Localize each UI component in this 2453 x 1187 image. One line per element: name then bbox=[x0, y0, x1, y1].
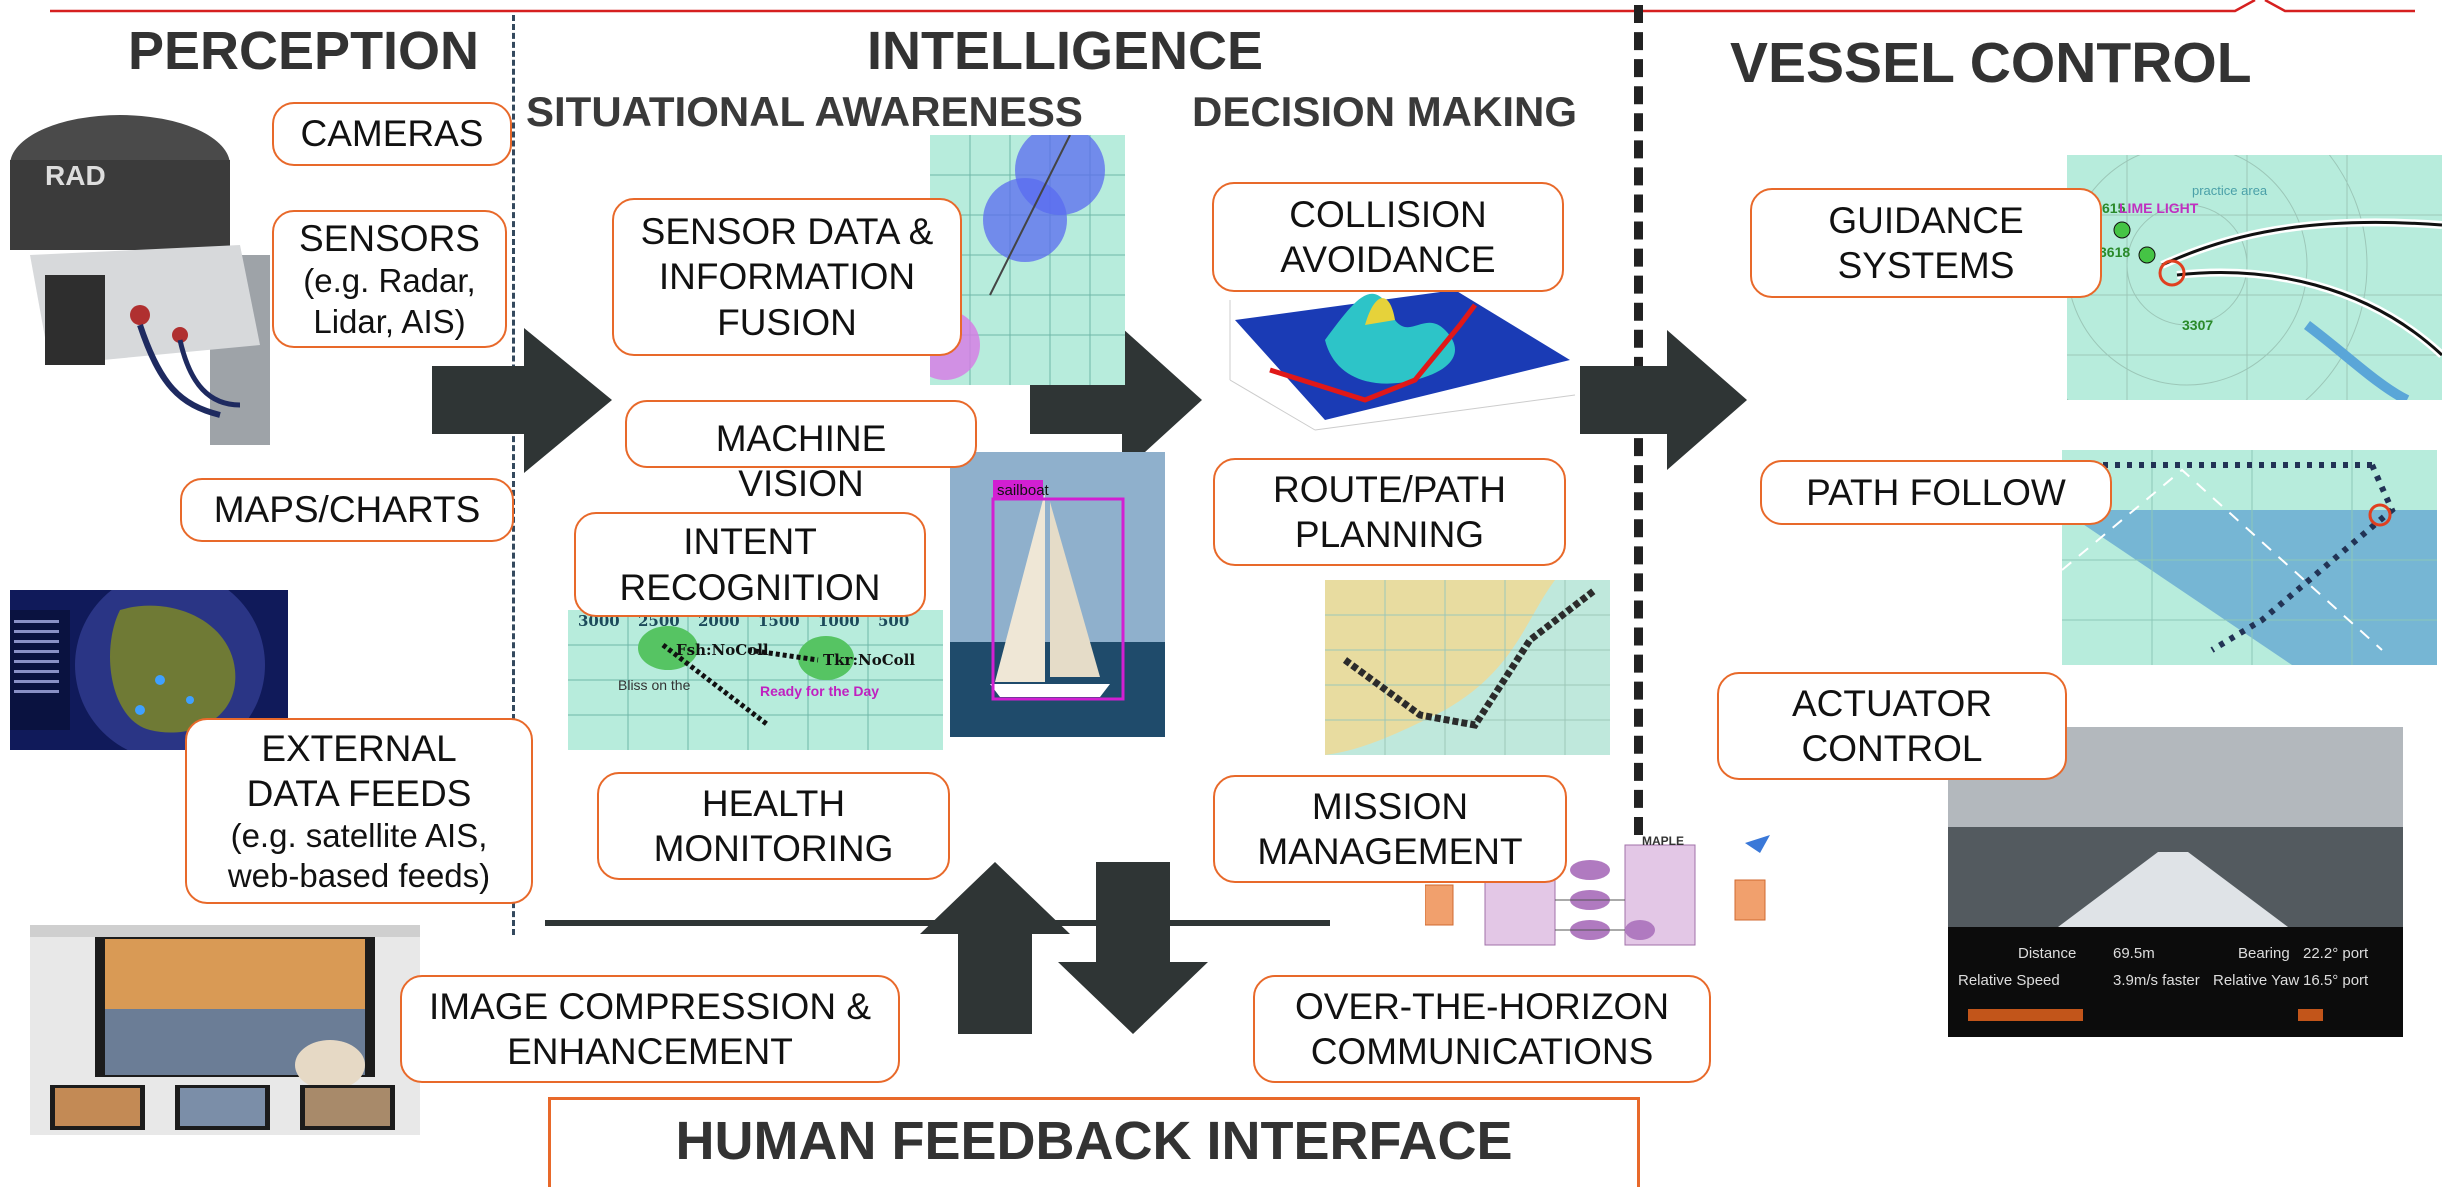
maps-charts-label: MAPS/CHARTS bbox=[213, 489, 481, 531]
route-line2: PLANNING bbox=[1294, 514, 1485, 555]
external-line1: EXTERNAL bbox=[261, 727, 457, 769]
external-line2: DATA FEEDS bbox=[246, 772, 472, 814]
intent-line1: INTENT bbox=[683, 521, 817, 563]
collision-avoidance-box: COLLISION AVOIDANCE bbox=[1212, 182, 1564, 292]
health-line1: HEALTH bbox=[701, 782, 846, 824]
arrow-down bbox=[1058, 862, 1208, 1034]
fusion-line3: FUSION bbox=[717, 301, 857, 343]
vessel-control-header: VESSEL CONTROL bbox=[1730, 31, 2252, 95]
sensors-sub1: (e.g. Radar, bbox=[303, 262, 476, 300]
actuator-camera-view: Distance 69.5m Bearing 22.2° port Relati… bbox=[1948, 727, 2403, 1037]
sailboat-detection-image: sailboat bbox=[950, 452, 1165, 737]
path-follow-chart bbox=[2062, 450, 2437, 665]
machine-vision-box: MACHINE VISION bbox=[625, 400, 977, 504]
intent-tag-2: Tkr:NoColl bbox=[823, 651, 915, 669]
arrow-intelligence-to-vessel bbox=[1575, 330, 1747, 470]
arrow-perception-to-intelligence bbox=[432, 328, 612, 473]
health-line2: MONITORING bbox=[653, 828, 894, 869]
maps-charts-box: MAPS/CHARTS bbox=[180, 478, 514, 542]
perception-header: PERCEPTION bbox=[128, 21, 480, 81]
sailboat-detection-label: sailboat bbox=[997, 482, 1050, 499]
sensors-box: SENSORS (e.g. Radar, Lidar, AIS) bbox=[272, 210, 507, 348]
hud-distance-label: Distance bbox=[2018, 945, 2077, 962]
top-border-line bbox=[50, 0, 2415, 13]
maple-title: MAPLE bbox=[1642, 835, 1684, 848]
guidance-num2: 3618 bbox=[2099, 244, 2130, 260]
over-the-horizon-box: OVER-THE-HORIZON COMMUNICATIONS bbox=[1253, 975, 1711, 1083]
machine-vision-line2: VISION bbox=[738, 463, 864, 505]
route-planning-chart bbox=[1325, 580, 1610, 755]
arrow-up bbox=[920, 862, 1070, 1034]
fusion-chart-image bbox=[930, 135, 1125, 385]
hud-yaw-value: 16.5° port bbox=[2303, 972, 2369, 989]
guidance-line1: GUIDANCE bbox=[1828, 199, 2024, 241]
intelligence-header: INTELLIGENCE bbox=[867, 21, 1264, 81]
decision-making-header: DECISION MAKING bbox=[1192, 88, 1578, 135]
sensors-label: SENSORS bbox=[299, 218, 480, 260]
actuator-line1: ACTUATOR bbox=[1791, 682, 1993, 724]
hud-distance-value: 69.5m bbox=[2113, 945, 2155, 962]
external-feed-screenshot bbox=[30, 925, 420, 1135]
cameras-label: CAMERAS bbox=[300, 113, 484, 155]
path-follow-box: PATH FOLLOW bbox=[1760, 460, 2112, 525]
collision-line1: COLLISION bbox=[1289, 193, 1487, 235]
sensors-sub2: Lidar, AIS) bbox=[313, 302, 466, 340]
hud-bearing-value: 22.2° port bbox=[2303, 945, 2369, 962]
route-planning-box: ROUTE/PATH PLANNING bbox=[1213, 458, 1566, 566]
fusion-line2: INFORMATION bbox=[658, 256, 916, 298]
cameras-box: CAMERAS bbox=[272, 102, 512, 166]
sensor-fusion-box: SENSOR DATA & INFORMATION FUSION bbox=[612, 198, 962, 356]
oth-line2: COMMUNICATIONS bbox=[1310, 1031, 1654, 1072]
human-feedback-header: HUMAN FEEDBACK INTERFACE bbox=[675, 1111, 1513, 1171]
intent-chart-image: 3000 2500 2000 1500 1000 500 Fsh:NoColl … bbox=[568, 610, 943, 750]
external-sub1: (e.g. satellite AIS, bbox=[230, 816, 488, 854]
guidance-practice-area: practice area bbox=[2192, 183, 2268, 198]
hud-speed-label: Relative Speed bbox=[1958, 972, 2060, 989]
actuator-control-box: ACTUATOR CONTROL bbox=[1717, 672, 2067, 780]
fusion-line1: SENSOR DATA & bbox=[640, 211, 934, 253]
external-sub2: web-based feeds) bbox=[227, 857, 491, 895]
health-monitoring-box: HEALTH MONITORING bbox=[597, 772, 950, 880]
guidance-num1: 615 bbox=[2102, 200, 2126, 216]
guidance-num3: 3307 bbox=[2182, 317, 2213, 333]
svg-text:RAD: RAD bbox=[45, 160, 106, 191]
collision-surface-plot bbox=[1215, 280, 1580, 435]
arrow-awareness-to-decision bbox=[1030, 328, 1202, 473]
route-line1: ROUTE/PATH bbox=[1273, 468, 1506, 510]
perception-divider bbox=[512, 15, 515, 935]
compression-line2: ENHANCEMENT bbox=[507, 1031, 793, 1072]
guidance-lime-light: LIME LIGHT bbox=[2119, 200, 2199, 216]
path-follow-label: PATH FOLLOW bbox=[1806, 471, 2066, 513]
mission-management-box: MISSION MANAGEMENT bbox=[1213, 775, 1567, 883]
hud-yaw-label: Relative Yaw bbox=[2213, 972, 2300, 989]
intent-vessel-2: Ready for the Day bbox=[760, 683, 879, 699]
intent-recognition-box: INTENT RECOGNITION bbox=[574, 512, 926, 617]
guidance-line2: SYSTEMS bbox=[1837, 245, 2015, 286]
actuator-line2: CONTROL bbox=[1801, 728, 1983, 769]
sensor-head-photo: RAD bbox=[10, 105, 285, 445]
human-feedback-interface-panel: HUMAN FEEDBACK INTERFACE bbox=[548, 1097, 1640, 1187]
intent-line2: RECOGNITION bbox=[619, 566, 881, 608]
hud-bearing-label: Bearing bbox=[2238, 945, 2290, 962]
mission-line2: MANAGEMENT bbox=[1257, 831, 1523, 872]
collision-line2: AVOIDANCE bbox=[1280, 239, 1496, 280]
compression-line1: IMAGE COMPRESSION & bbox=[428, 985, 871, 1027]
intent-vessel-1: Bliss on the bbox=[618, 677, 691, 693]
guidance-systems-box: GUIDANCE SYSTEMS bbox=[1750, 188, 2102, 298]
situational-awareness-header: SITUATIONAL AWARENESS bbox=[526, 88, 1083, 135]
intent-tag-1: Fsh:NoColl bbox=[676, 641, 769, 659]
guidance-chart-image: 615 3618 3307 LIME LIGHT practice area bbox=[2067, 155, 2442, 400]
maple-architecture-diagram: MAPLE bbox=[1425, 835, 1790, 955]
oth-line1: OVER-THE-HORIZON bbox=[1294, 985, 1670, 1027]
hud-speed-value: 3.9m/s faster bbox=[2113, 972, 2200, 989]
mission-line1: MISSION bbox=[1311, 785, 1469, 827]
image-compression-box: IMAGE COMPRESSION & ENHANCEMENT bbox=[400, 975, 900, 1083]
machine-vision-line1: MACHINE bbox=[715, 418, 887, 459]
external-data-feeds-box: EXTERNAL DATA FEEDS (e.g. satellite AIS,… bbox=[185, 718, 533, 904]
